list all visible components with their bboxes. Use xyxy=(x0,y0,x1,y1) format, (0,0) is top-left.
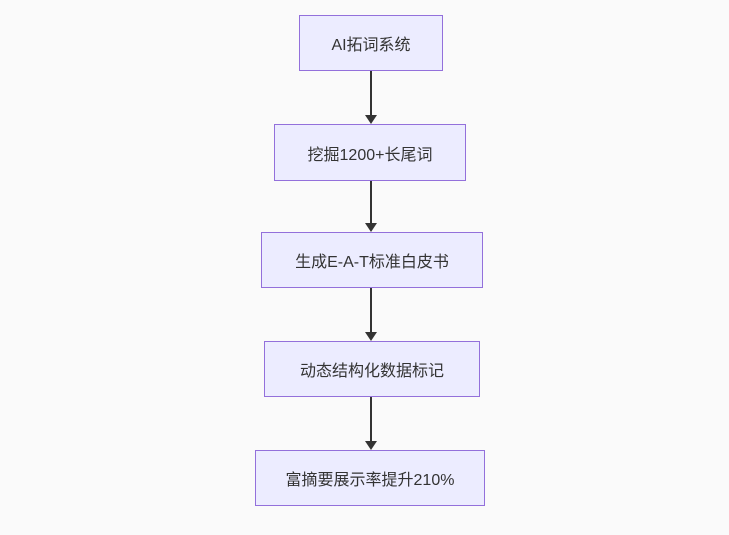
flow-node-label: 挖掘1200+长尾词 xyxy=(307,146,433,164)
arrow-line xyxy=(370,71,372,116)
flow-node-eat-whitepaper: 生成E-A-T标准白皮书 xyxy=(261,232,483,288)
arrow-head-icon xyxy=(365,441,377,450)
flow-node-structured-data-markup: 动态结构化数据标记 xyxy=(264,341,480,397)
flow-arrow xyxy=(365,288,377,341)
arrow-head-icon xyxy=(365,223,377,232)
arrow-line xyxy=(370,397,372,442)
arrow-head-icon xyxy=(365,115,377,124)
flow-node-label: AI拓词系统 xyxy=(331,37,411,54)
flow-node-label: 生成E-A-T标准白皮书 xyxy=(295,254,449,271)
flow-arrow xyxy=(365,71,377,124)
flow-node-label: 动态结构化数据标记 xyxy=(299,363,444,380)
flow-node-rich-snippet-result: 富摘要展示率提升210% xyxy=(255,450,485,506)
arrow-head-icon xyxy=(365,332,377,341)
flow-node-ai-keyword-system: AI拓词系统 xyxy=(299,15,443,71)
flow-arrow xyxy=(365,397,377,450)
arrow-line xyxy=(370,181,372,224)
flow-node-label: 富摘要展示率提升210% xyxy=(285,472,455,489)
flow-node-longtail-mining: 挖掘1200+长尾词 xyxy=(274,124,466,181)
arrow-line xyxy=(370,288,372,333)
flow-arrow xyxy=(365,181,377,232)
